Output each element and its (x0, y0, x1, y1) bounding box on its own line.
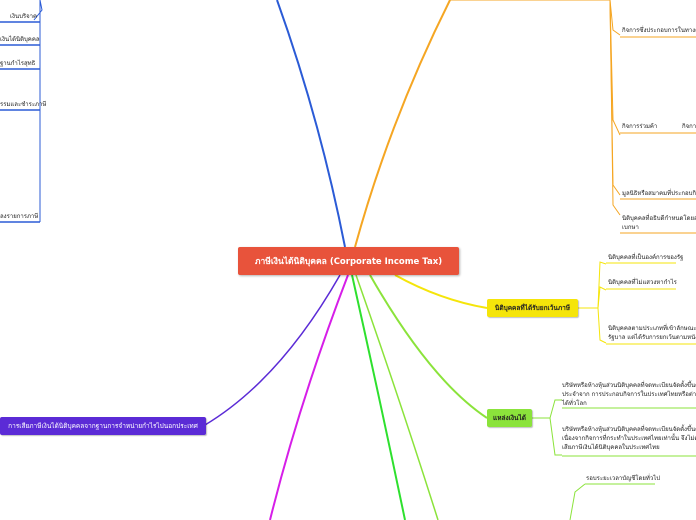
right-item-trading: กิจการซึ่งประกอบการในทางค้า (622, 27, 696, 34)
accounting-period-item: รอบระยะเวลาบัญชีโดยทั่วไป (586, 475, 661, 482)
juristic-exempt-topic[interactable]: นิติบุคคลที่ได้รับยกเว้นภาษี (487, 299, 578, 317)
right-item-business: กิจกา (682, 123, 696, 130)
right-item-gazette: เบกษา (622, 224, 639, 231)
link-green (369, 274, 488, 419)
root-topic[interactable]: ภาษีเงินได้นิติบุคคล (Corporate Income T… (238, 247, 459, 275)
right-item-joint-venture: กิจการร่วมค้า (622, 123, 658, 130)
link-top-orange (354, 0, 451, 248)
income-item-line5: เนื่องจากกิจการที่กระทำในประเทศไทยเท่านั… (562, 435, 696, 442)
right-item-decree: นิติบุคคลที่อธิบดีกำหนดโดยอนุ (622, 215, 696, 222)
right-item-foundation: มูลนิธิหรือสมาคมที่ประกอบกิจ (622, 190, 696, 197)
link-purple (204, 274, 341, 426)
income-item-line6: เสียภาษีเงินได้นิติบุคคลในประเทศไทย (562, 444, 660, 451)
income-item-line2: ประจำจาก การประกอบกิจการในประเทศไทยหรือต… (562, 391, 696, 398)
left-item-donation: เงินบริจาค (10, 13, 38, 20)
link-magenta (269, 274, 349, 520)
income-source-topic[interactable]: แหล่งเงินได้ (487, 409, 532, 427)
juristic-item-state: นิติบุคคลที่เป็นองค์การของรัฐ (608, 254, 684, 261)
left-item-net-profit: ฐานกำไรสุทธิ (0, 60, 36, 67)
income-item-line4: บริษัทหรือห้างหุ้นส่วนนิติบุคคลที่จดทะเบ… (562, 426, 696, 433)
link-yellow (394, 274, 488, 309)
left-item-tax-record: ลงรายการภาษี (0, 213, 39, 220)
link-orange-sub (450, 0, 621, 36)
juristic-item-type: นิติบุคคลตามประเภทที่เข้าลักษณะตั้ง (608, 325, 696, 332)
income-item-line3: ได้ทั่วโลก (562, 400, 587, 407)
juristic-item-nonprofit: นิติบุคคลที่ไม่แสวงหากำไร (608, 279, 677, 286)
link-top-blue (276, 0, 346, 248)
left-item-juristic-income: เงินได้นิติบุคคล (0, 36, 40, 43)
juristic-item-exempt: รัฐบาล แต่ได้รับการยกเว้นตามหนังสื (608, 334, 696, 341)
overseas-profit-topic[interactable]: การเสียภาษีเงินได้นิติบุคคลจากฐานการจำหน… (0, 417, 206, 435)
left-item-tax-payment: รรมและชำระภาษี (0, 101, 47, 108)
income-item-line1: บริษัทหรือห้างหุ้นส่วนนิติบุคคลที่จดทะเบ… (562, 382, 696, 389)
